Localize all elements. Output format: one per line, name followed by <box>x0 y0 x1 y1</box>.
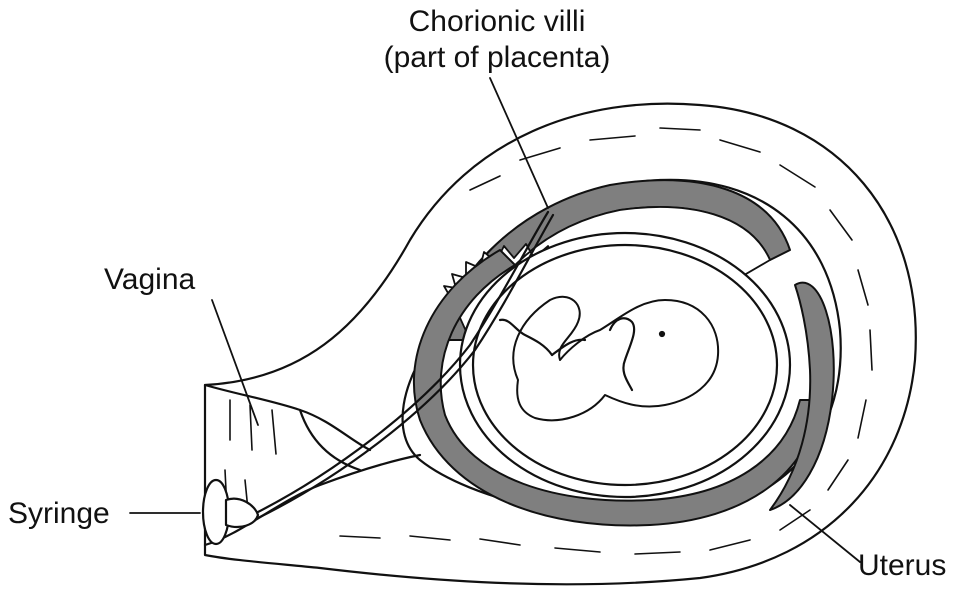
label-chorionic-villi-line2: (part of placenta) <box>362 40 632 76</box>
fetus-eye <box>660 332 664 336</box>
label-chorionic-villi: Chorionic villi (part of placenta) <box>362 4 632 76</box>
label-uterus: Uterus <box>858 548 946 584</box>
amniotic-sac-outer <box>460 233 790 497</box>
label-chorionic-villi-line1: Chorionic villi <box>362 4 632 40</box>
leader-vagina <box>212 300 258 425</box>
leader-chorionic-villi <box>490 78 548 208</box>
leader-uterus <box>790 505 860 562</box>
cervix-fold <box>300 410 360 470</box>
syringe-body <box>226 499 258 527</box>
label-vagina: Vagina <box>104 262 195 298</box>
label-syringe: Syringe <box>8 496 110 532</box>
